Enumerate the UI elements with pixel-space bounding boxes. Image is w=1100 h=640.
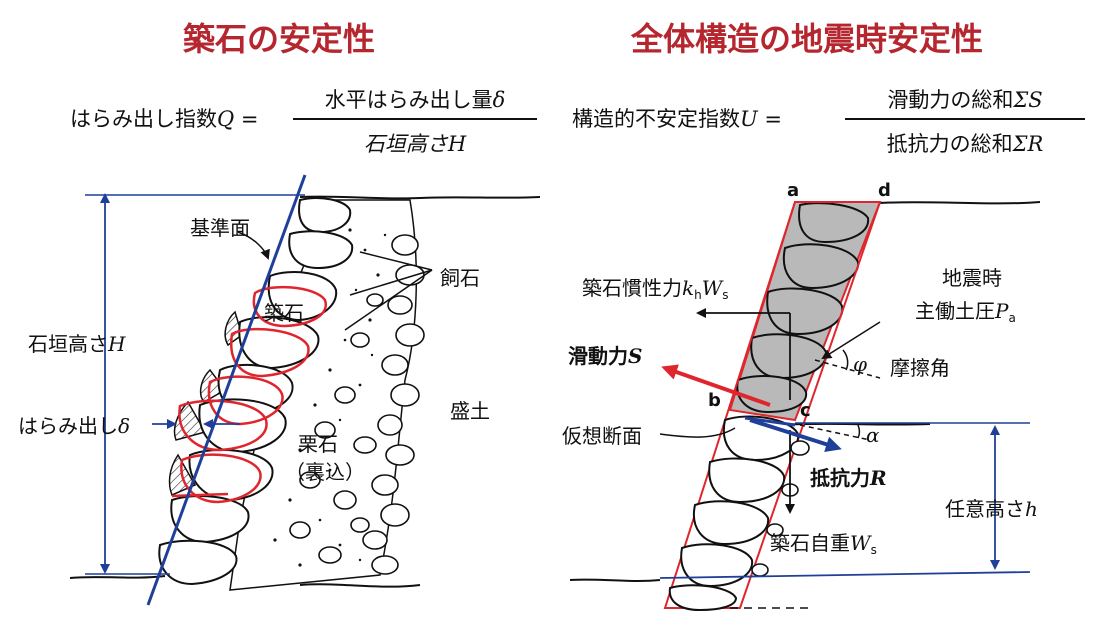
active-pressure-leader [821, 321, 881, 360]
point-c-label: c [800, 400, 811, 421]
left-top-ground [299, 195, 541, 200]
fill-label: 盛土 [450, 399, 490, 423]
left-bottom-ground [69, 575, 166, 579]
any-height-label: 任意高さh [945, 497, 1038, 521]
tsukiishi-label: 築石 [264, 301, 304, 325]
reference-plane-label: 基準面 [190, 216, 250, 240]
alpha-arc [857, 424, 861, 439]
right-wall [569, 201, 1041, 612]
point-a-label: a [787, 180, 800, 201]
right-top-ground [879, 201, 1041, 205]
kaiishi-leader-2 [359, 251, 433, 271]
small-stones [289, 234, 425, 575]
upper-stones [736, 202, 870, 414]
red-lower-line [171, 492, 229, 498]
virtual-section-label: 仮想断面 [562, 424, 642, 448]
left-formula-denominator: 石垣高さH [363, 132, 467, 156]
right-title: 全体構造の地震時安定性 [631, 20, 984, 58]
seismic-label: 地震時 [942, 266, 1002, 290]
right-base-line [659, 571, 1031, 579]
right-formula-numerator: 滑動力の総和ΣS [887, 88, 1043, 112]
friction-angle-label: 摩擦角 [890, 356, 950, 380]
active-pressure-label: 主働土圧Pa [915, 299, 1016, 325]
left-formula-numerator: 水平はらみ出し量δ [324, 88, 506, 112]
wall-height-label: 石垣高さH [28, 332, 126, 356]
right-bottom-ground [569, 578, 661, 582]
alpha-dashed [799, 424, 871, 441]
point-d-label: d [878, 180, 891, 201]
left-fraction-bar [293, 118, 537, 120]
reference-plane-leader [237, 231, 270, 260]
resisting-force-arrow [749, 418, 842, 452]
sliding-force-arrow [661, 364, 771, 407]
kaiishi-label: 飼石 [440, 266, 480, 290]
sliding-force-label: 滑動力S [568, 344, 643, 368]
resisting-force-label: 抵抗力R [810, 466, 887, 490]
self-weight-label: 築石自重Ws [770, 531, 877, 557]
point-b-label: b [708, 390, 721, 411]
alpha-label: α [866, 423, 880, 447]
inertia-label: 築石慣性力khWs [582, 276, 729, 302]
right-fraction-bar [845, 118, 1085, 120]
kaiishi-leader-3 [344, 269, 433, 331]
reference-plane-line [146, 174, 307, 606]
phi-label: φ [853, 352, 868, 376]
phi-arc [842, 349, 849, 371]
left-wall [69, 174, 541, 606]
gravel-dots [273, 228, 392, 567]
phi-dashed [814, 359, 881, 379]
bulge-label: はらみ出しδ [18, 414, 131, 438]
left-formula-lhs: はらみ出し指数Q = [70, 107, 259, 131]
left-title: 築石の安定性 [183, 20, 376, 58]
kuriishi-label: 栗石 [298, 432, 338, 456]
uragome-label: （裏込） [285, 460, 365, 484]
kaiishi-leader-1 [349, 269, 433, 296]
virtual-section-leader [659, 427, 736, 438]
right-formula-denominator: 抵抗力の総和ΣR [886, 132, 1044, 156]
right-formula-lhs: 構造的不安定指数U = [572, 107, 782, 131]
lower-stones [668, 415, 800, 612]
